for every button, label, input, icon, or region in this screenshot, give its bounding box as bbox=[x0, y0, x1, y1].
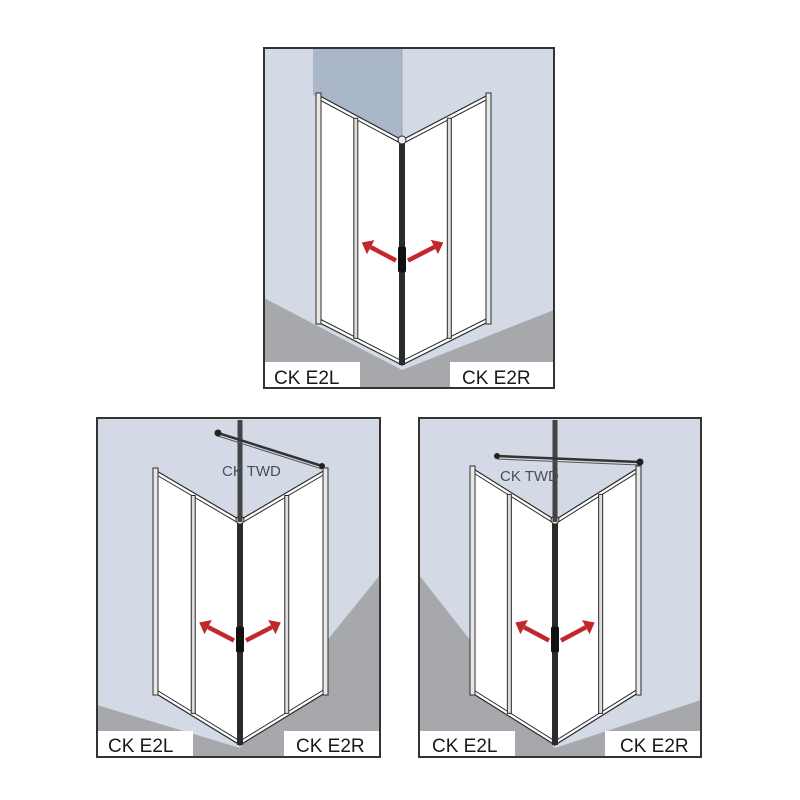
panel-bottom-left-with-wall-post bbox=[96, 417, 381, 758]
arrow-open-right-shaft bbox=[406, 245, 436, 263]
right-wall-profile bbox=[635, 465, 642, 696]
corner-connector bbox=[397, 135, 407, 145]
wall-post bbox=[552, 420, 558, 522]
label-br-left: CK E2L bbox=[432, 736, 497, 757]
right-fixed-panel-edge bbox=[598, 493, 604, 714]
label-br-right: CK E2R bbox=[620, 736, 689, 757]
arrow-open-left-shaft bbox=[369, 245, 398, 263]
left-fixed-panel-edge bbox=[353, 117, 359, 339]
arrow-open-right-head bbox=[268, 619, 281, 635]
rod-end-mount bbox=[494, 453, 500, 459]
stabilizer-rod-brace bbox=[217, 435, 323, 470]
arrow-open-left-shaft bbox=[207, 625, 236, 643]
rod-wall-mount bbox=[214, 429, 222, 437]
label-box-left bbox=[97, 731, 193, 757]
stabilizer-rod-brace bbox=[496, 458, 641, 466]
arrow-open-left-head bbox=[361, 240, 375, 255]
left-fixed-panel-edge bbox=[506, 493, 512, 714]
post-label-br: CK TWD bbox=[500, 468, 559, 485]
label-box-left bbox=[264, 362, 360, 388]
door-handle bbox=[398, 246, 406, 273]
label-box-right bbox=[284, 731, 380, 757]
panel-bottom-right-with-wall-post bbox=[418, 417, 702, 758]
arrow-open-left-shaft bbox=[523, 625, 551, 643]
rod-end-mount bbox=[319, 463, 325, 469]
left-fixed-panel-edge bbox=[190, 495, 196, 714]
right-fixed-panel-edge bbox=[284, 495, 290, 714]
panel-border bbox=[263, 47, 555, 389]
floor bbox=[97, 575, 380, 757]
right-fixed-panel-edge bbox=[446, 117, 452, 339]
left-wall-profile bbox=[152, 467, 159, 696]
arrow-open-right-head bbox=[430, 239, 444, 255]
rod-wall-mount bbox=[636, 458, 644, 466]
door-handle bbox=[236, 626, 244, 653]
arrow-open-left-head bbox=[515, 620, 528, 635]
arrow-open-left-head bbox=[199, 619, 212, 635]
arrow-open-right-shaft bbox=[559, 625, 587, 643]
label-box-right bbox=[450, 362, 554, 388]
left-wall-profile bbox=[469, 465, 476, 696]
right-wall-profile bbox=[322, 467, 329, 696]
post-label-bl: CK TWD bbox=[222, 463, 281, 480]
back-wall-shadow bbox=[313, 48, 402, 140]
right-wall-profile bbox=[485, 92, 492, 325]
door-handle bbox=[551, 626, 559, 653]
label-top-left: CK E2L bbox=[274, 368, 339, 389]
wall-post bbox=[237, 420, 243, 522]
label-bl-left: CK E2L bbox=[108, 736, 173, 757]
panel-border bbox=[96, 417, 381, 758]
panel-border bbox=[418, 417, 702, 758]
arrow-open-right-shaft bbox=[244, 625, 273, 643]
label-box-right bbox=[605, 731, 701, 757]
label-top-right: CK E2R bbox=[462, 368, 531, 389]
left-wall-profile bbox=[315, 92, 322, 325]
stabilizer-rod bbox=[217, 431, 323, 468]
arrow-open-right-head bbox=[582, 620, 595, 635]
panel-top-corner-entry bbox=[263, 47, 555, 389]
floor bbox=[419, 575, 701, 757]
label-box-left bbox=[419, 731, 515, 757]
label-bl-right: CK E2R bbox=[296, 736, 365, 757]
stabilizer-rod bbox=[496, 454, 641, 464]
